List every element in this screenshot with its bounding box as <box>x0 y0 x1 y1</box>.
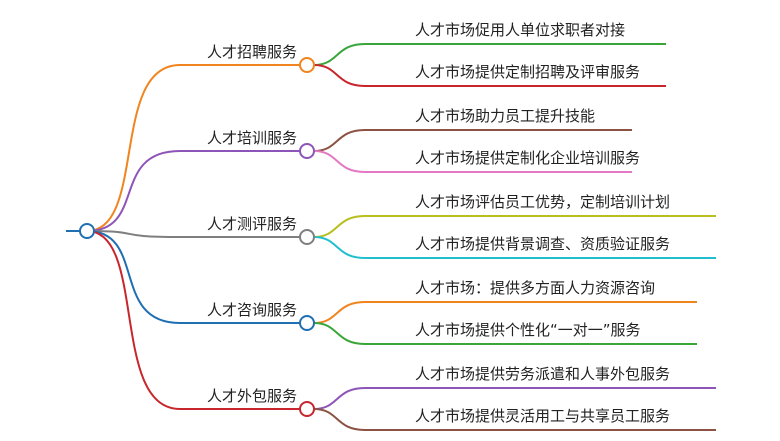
child-connector <box>313 387 716 410</box>
branch-connector <box>86 230 300 238</box>
branch-node-circle[interactable] <box>299 401 315 417</box>
branch-node-circle[interactable] <box>299 57 315 73</box>
branch-topic-label: 人才测评服务 <box>207 215 297 233</box>
child-topic-label: 人才市场助力员工提升技能 <box>415 107 595 125</box>
branch-node-circle[interactable] <box>299 229 315 245</box>
child-topic-label: 人才市场提供定制化企业培训服务 <box>415 149 640 167</box>
branch-topic-label: 人才外包服务 <box>207 387 297 405</box>
child-topic-label: 人才市场提供劳务派遣和人事外包服务 <box>415 365 670 383</box>
child-topic-label: 人才市场：提供多方面人力资源咨询 <box>415 279 655 297</box>
child-connector <box>313 129 632 152</box>
branch-connector <box>86 230 300 324</box>
branch-node-circle[interactable] <box>299 315 315 331</box>
branch-connector <box>86 230 300 410</box>
connector-lines <box>66 43 716 431</box>
child-topic-label: 人才市场评估员工优势，定制培训计划 <box>415 193 670 211</box>
root-node-circle[interactable] <box>79 223 95 239</box>
child-connector <box>313 408 716 431</box>
child-connector <box>313 322 697 345</box>
child-connector <box>313 215 716 238</box>
child-connector <box>313 64 666 87</box>
child-connector <box>313 43 666 66</box>
branch-node-circle[interactable] <box>299 143 315 159</box>
child-connector <box>313 236 716 259</box>
branch-topic-label: 人才咨询服务 <box>207 301 297 319</box>
child-connector <box>313 301 697 324</box>
child-topic-label: 人才市场促用人单位求职者对接 <box>415 21 625 39</box>
branch-connector <box>86 150 300 232</box>
branch-topic-label: 人才培训服务 <box>207 129 297 147</box>
child-topic-label: 人才市场提供定制招聘及评审服务 <box>415 63 640 81</box>
child-connector <box>313 150 632 173</box>
child-topic-label: 人才市场提供个性化“一对一”服务 <box>415 321 641 339</box>
child-topic-label: 人才市场提供背景调查、资质验证服务 <box>415 235 670 253</box>
branch-topic-label: 人才招聘服务 <box>207 43 297 61</box>
branch-connector <box>86 64 300 232</box>
child-topic-label: 人才市场提供灵活用工与共享员工服务 <box>415 407 670 425</box>
